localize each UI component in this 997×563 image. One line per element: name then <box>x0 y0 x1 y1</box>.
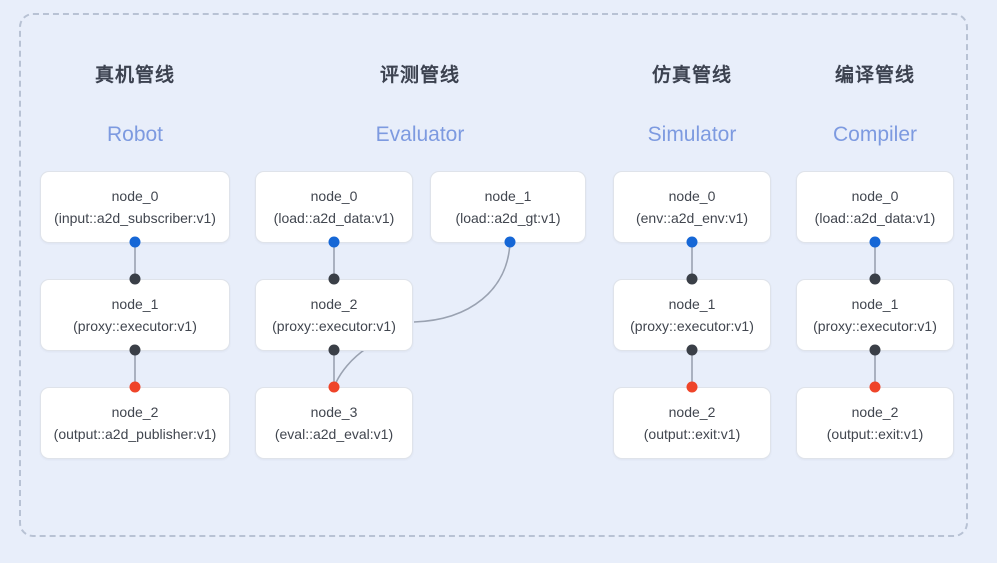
port-out-robot-node-1[interactable] <box>129 344 141 356</box>
node-eval-node-2[interactable]: node_2 (proxy::executor:v1) <box>255 279 413 351</box>
node-comp-node-1[interactable]: node_1 (proxy::executor:v1) <box>796 279 954 351</box>
port-out-comp-node-0[interactable] <box>869 236 881 248</box>
column-header-robot: 真机管线 Robot <box>55 63 215 148</box>
node-name: node_1 <box>668 296 716 312</box>
port-in-sim-node-2[interactable] <box>686 381 698 393</box>
node-comp-node-0[interactable]: node_0 (load::a2d_data:v1) <box>796 171 954 243</box>
node-name: node_2 <box>111 404 159 420</box>
node-spec: (proxy::executor:v1) <box>73 318 197 334</box>
node-spec: (env::a2d_env:v1) <box>635 210 749 226</box>
column-title-cn-evaluator: 评测管线 <box>379 65 460 86</box>
port-in-eval-node-2[interactable] <box>328 273 340 285</box>
column-title-cn-compiler: 编译管线 <box>834 65 915 86</box>
port-in-robot-node-1[interactable] <box>129 273 141 285</box>
node-spec: (load::a2d_gt:v1) <box>455 210 561 226</box>
node-spec: (proxy::executor:v1) <box>272 318 396 334</box>
port-out-eval-node-0[interactable] <box>328 236 340 248</box>
node-name: node_1 <box>851 296 899 312</box>
node-comp-node-2[interactable]: node_2 (output::exit:v1) <box>796 387 954 459</box>
port-in-robot-node-2[interactable] <box>129 381 141 393</box>
column-title-en-compiler: Compiler <box>832 123 918 146</box>
node-name: node_0 <box>111 188 159 204</box>
port-out-robot-node-0[interactable] <box>129 236 141 248</box>
column-header-evaluator: 评测管线 Evaluator <box>340 63 500 148</box>
column-title-cn-simulator: 仿真管线 <box>651 65 732 86</box>
node-name: node_1 <box>111 296 159 312</box>
port-out-sim-node-1[interactable] <box>686 344 698 356</box>
node-robot-node-2[interactable]: node_2 (output::a2d_publisher:v1) <box>40 387 230 459</box>
port-in-comp-node-1[interactable] <box>869 273 881 285</box>
column-title-en-evaluator: Evaluator <box>375 123 465 146</box>
node-spec: (output::a2d_publisher:v1) <box>53 426 217 442</box>
node-spec: (output::exit:v1) <box>826 426 924 442</box>
node-eval-node-1[interactable]: node_1 (load::a2d_gt:v1) <box>430 171 586 243</box>
node-name: node_2 <box>310 296 358 312</box>
column-header-simulator: 仿真管线 Simulator <box>612 63 772 148</box>
node-sim-node-0[interactable]: node_0 (env::a2d_env:v1) <box>613 171 771 243</box>
node-spec: (load::a2d_data:v1) <box>273 210 395 226</box>
node-name: node_2 <box>668 404 716 420</box>
port-out-comp-node-1[interactable] <box>869 344 881 356</box>
column-title-en-simulator: Simulator <box>647 123 737 146</box>
column-title-en-robot: Robot <box>106 123 164 146</box>
column-title-cn-robot: 真机管线 <box>94 65 175 86</box>
node-sim-node-1[interactable]: node_1 (proxy::executor:v1) <box>613 279 771 351</box>
node-spec: (eval::a2d_eval:v1) <box>274 426 394 442</box>
node-spec: (proxy::executor:v1) <box>813 318 937 334</box>
node-spec: (load::a2d_data:v1) <box>814 210 936 226</box>
port-out-eval-node-1[interactable] <box>504 236 516 248</box>
node-spec: (proxy::executor:v1) <box>630 318 754 334</box>
node-spec: (input::a2d_subscriber:v1) <box>54 210 216 226</box>
node-name: node_3 <box>310 404 358 420</box>
node-name: node_0 <box>851 188 899 204</box>
node-sim-node-2[interactable]: node_2 (output::exit:v1) <box>613 387 771 459</box>
node-robot-node-0[interactable]: node_0 (input::a2d_subscriber:v1) <box>40 171 230 243</box>
node-name: node_2 <box>851 404 899 420</box>
node-name: node_0 <box>668 188 716 204</box>
column-header-compiler: 编译管线 Compiler <box>795 63 955 148</box>
port-in-comp-node-2[interactable] <box>869 381 881 393</box>
node-robot-node-1[interactable]: node_1 (proxy::executor:v1) <box>40 279 230 351</box>
port-in-eval-node-3[interactable] <box>328 381 340 393</box>
node-spec: (output::exit:v1) <box>643 426 741 442</box>
pipeline-group-frame <box>19 13 968 537</box>
port-in-sim-node-1[interactable] <box>686 273 698 285</box>
node-eval-node-0[interactable]: node_0 (load::a2d_data:v1) <box>255 171 413 243</box>
port-out-eval-node-2[interactable] <box>328 344 340 356</box>
node-name: node_1 <box>484 188 532 204</box>
node-name: node_0 <box>310 188 358 204</box>
node-eval-node-3[interactable]: node_3 (eval::a2d_eval:v1) <box>255 387 413 459</box>
port-out-sim-node-0[interactable] <box>686 236 698 248</box>
